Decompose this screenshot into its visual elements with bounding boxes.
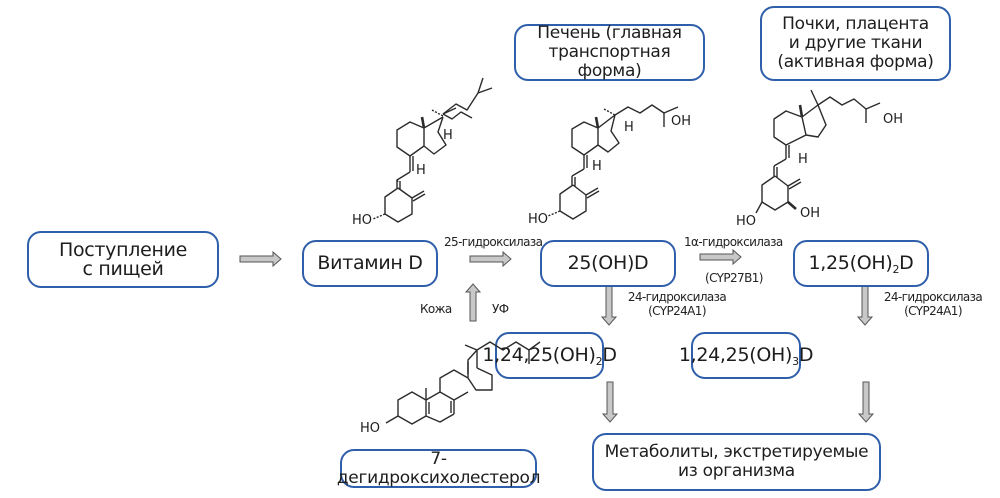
arrow-skin-uv-up xyxy=(464,283,482,322)
metabolites-line2: из организма xyxy=(678,461,795,481)
m1-24-25-box: 1,24,25(OH)3D xyxy=(679,332,813,379)
metabolites-box: Метаболиты, экстретируемые из организма xyxy=(592,433,881,491)
kidney-box: Почки, плацента и другие ткани (активная… xyxy=(760,6,951,81)
calcidiol-ho: HO xyxy=(528,212,548,227)
calcitriol-molecule: OH H HO OH xyxy=(736,89,903,229)
vitamin-d-molecule: H H HO xyxy=(352,77,493,228)
calcidiol-molecule: OH H H HO xyxy=(528,104,691,227)
m1-24-25-label: 1,24,25(OH)3D xyxy=(678,344,814,368)
liver-box: Печень (главная транспортная форма) xyxy=(514,24,705,81)
arrow-125-down xyxy=(856,283,874,326)
calcitriol-box: 1,25(OH)2D xyxy=(793,240,929,287)
calcitriol-oh-ring: OH xyxy=(800,206,820,221)
m1-24-25-prefix: 1,24,25(OH) xyxy=(678,344,793,366)
calcidiol-h1: H xyxy=(624,120,634,135)
calcitriol-suffix: D xyxy=(899,252,914,274)
liver-line2: транспортная форма) xyxy=(548,42,671,81)
hydroxylase1a-label: 1α-гидроксилаза xyxy=(684,235,783,249)
arrow-m24-to-metabolites xyxy=(601,381,619,423)
calcidiol-label: 25(OH)D xyxy=(567,252,649,274)
hydroxylase24-b-text: 24-гидроксилаза xyxy=(883,290,983,304)
dehydro-ho: HO xyxy=(360,421,380,436)
m24-25-prefix: 1,24,25(OH) xyxy=(482,344,596,366)
m1-24-25-suffix: D xyxy=(798,344,814,366)
m24-25-box: 1,24,25(OH)2D xyxy=(482,332,617,379)
intake-box: Поступление с пищей xyxy=(27,231,219,288)
cyp24a1-b-text: (CYP24A1) xyxy=(904,304,962,318)
calcitriol-sub: 2 xyxy=(892,263,900,276)
liver-line1: Печень (главная xyxy=(537,23,682,43)
vitamin-d-h1: H xyxy=(443,128,453,143)
dehydro-label: 7-дегидроксихолестерол xyxy=(336,448,541,488)
calcitriol-oh-side: OH xyxy=(883,112,903,127)
m1-24-25-sub: 3 xyxy=(792,355,799,368)
calcidiol-oh: OH xyxy=(671,114,691,129)
hydroxylase24-label-b: 24-гидроксилаза (CYP24A1) xyxy=(878,290,988,318)
arrow-m124-to-metabolites xyxy=(857,381,875,423)
dehydrocholesterol-molecule: HO xyxy=(360,341,541,436)
calcitriol-h: H xyxy=(798,152,808,167)
vitamin-d-h2: H xyxy=(416,163,426,178)
cyp24a1-a-text: (CYP24A1) xyxy=(648,304,706,318)
arrow-vitamin-d-to-25ohd xyxy=(469,250,512,268)
kidney-line1: Почки, плацента xyxy=(782,14,929,34)
kidney-line3: (активная форма) xyxy=(777,52,934,72)
intake-line1: Поступление xyxy=(58,238,188,261)
arrow-25ohd-to-125 xyxy=(699,248,742,266)
calcitriol-ho: HO xyxy=(736,214,756,229)
m24-25-label: 1,24,25(OH)2D xyxy=(482,344,617,368)
arrow-intake-to-vitamin-d xyxy=(239,250,282,268)
hydroxylase24-label-a: 24-гидроксилаза (CYP24A1) xyxy=(622,290,732,318)
calcitriol-label: 1,25(OH)2D xyxy=(808,252,914,276)
m24-25-sub: 2 xyxy=(595,355,603,368)
metabolites-line1: Метаболиты, экстретируемые xyxy=(604,442,869,462)
skin-label: Кожа xyxy=(420,302,452,316)
dehydro-box: 7-дегидроксихолестерол xyxy=(336,448,541,488)
intake-line2: с пищей xyxy=(82,257,164,280)
hydroxylase25-label: 25-гидроксилаза xyxy=(444,235,543,249)
m24-25-suffix: D xyxy=(602,344,617,366)
vitamin-d-box: Витамин D xyxy=(302,240,438,287)
hydroxylase24-a-text: 24-гидроксилаза xyxy=(627,290,727,304)
arrow-25ohd-down xyxy=(600,283,618,326)
cyp27b1-label: (CYP27B1) xyxy=(705,271,763,285)
calcidiol-box: 25(OH)D xyxy=(540,240,676,287)
kidney-line2: и другие ткани xyxy=(788,33,923,53)
calcidiol-h2: H xyxy=(592,159,602,174)
vitamin-d-ho: HO xyxy=(352,213,372,228)
calcitriol-prefix: 1,25(OH) xyxy=(808,252,893,274)
uv-label: УФ xyxy=(492,302,509,316)
vitamin-d-label: Витамин D xyxy=(317,252,423,274)
